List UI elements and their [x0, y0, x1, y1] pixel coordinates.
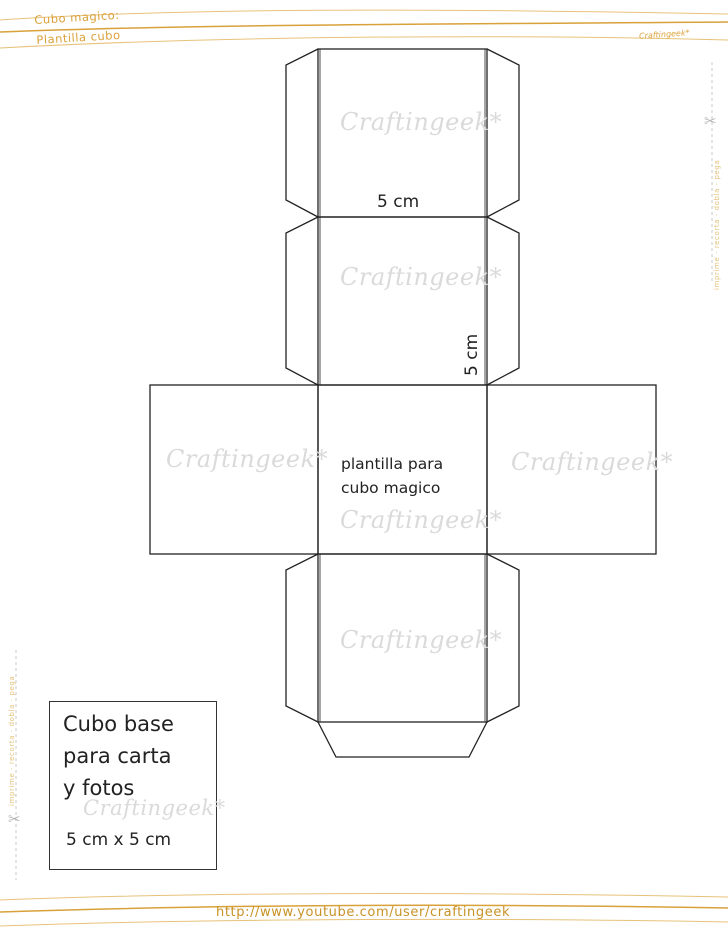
- side-instructions-right: imprime · recorta · dobla · pega: [713, 159, 721, 290]
- watermark: Craftingeek*: [83, 796, 226, 820]
- face-right: [486, 384, 657, 555]
- top-dimension-label: 5 cm: [377, 192, 420, 212]
- watermark: Craftingeek*: [511, 448, 674, 476]
- flap-bottom-left: [285, 553, 319, 723]
- info-title-line2: para carta: [63, 744, 172, 768]
- center-text-line1: plantilla para: [341, 455, 444, 473]
- flap-top-right: [486, 48, 520, 218]
- side-dimension-label: 5 cm: [462, 333, 482, 376]
- header-curve-2: [0, 21, 728, 33]
- flap-upper-right: [486, 216, 520, 386]
- scissors-icon: ✂: [704, 112, 717, 130]
- footer-url[interactable]: http://www.youtube.com/user/craftingeek: [216, 905, 511, 920]
- info-title-line1: Cubo base: [63, 712, 174, 736]
- info-box: Cubo base para carta y fotos Craftingeek…: [49, 701, 225, 870]
- center-text-line2: cubo magico: [341, 479, 441, 497]
- watermark: Craftingeek*: [340, 263, 503, 291]
- watermark: Craftingeek*: [340, 108, 503, 136]
- flap-top-left: [285, 48, 319, 218]
- center-face-text: plantilla para cubo magico: [341, 452, 481, 500]
- side-instructions-left: imprime · recorta · dobla · pega: [8, 675, 16, 806]
- watermark: Craftingeek*: [166, 445, 329, 473]
- info-size: 5 cm x 5 cm: [66, 830, 172, 850]
- header-curve-3: [0, 36, 728, 49]
- header-curve: [0, 9, 728, 21]
- info-title: Cubo base para carta y fotos: [63, 708, 213, 804]
- watermark: Craftingeek*: [340, 506, 503, 534]
- footer-curve: [0, 893, 728, 901]
- flap-bottom-right: [486, 553, 520, 723]
- flap-bottom-tab: [317, 721, 488, 758]
- flap-upper-left: [285, 216, 319, 386]
- face-bottom: [317, 553, 488, 723]
- scissors-icon: ✂: [8, 810, 21, 828]
- watermark: Craftingeek*: [340, 626, 503, 654]
- info-title-line3: y fotos: [63, 776, 135, 800]
- footer-curve-2: [0, 904, 728, 913]
- footer-curve-3: [0, 918, 728, 927]
